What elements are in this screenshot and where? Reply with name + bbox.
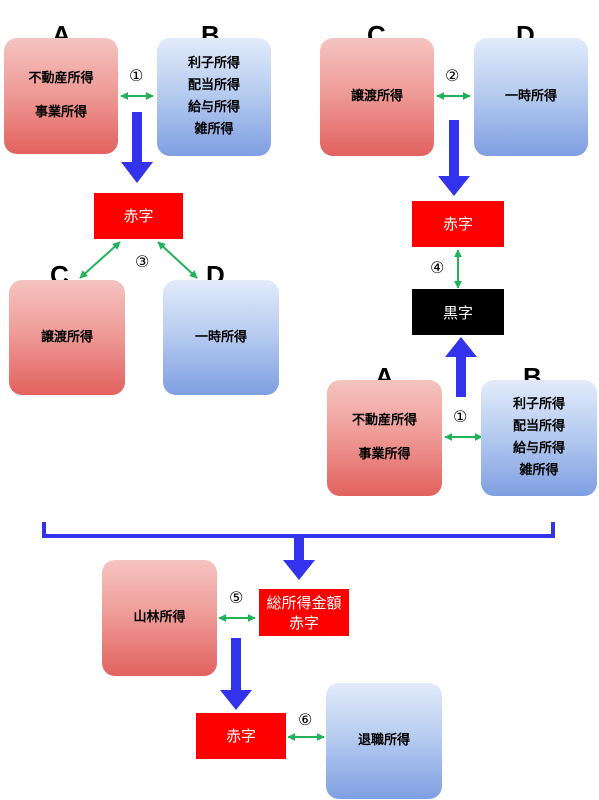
total-income-deficit-box: 総所得金額 赤字 xyxy=(259,589,349,636)
text-business-right: 事業所得 xyxy=(358,447,411,462)
box-retirement: 退職所得 xyxy=(326,683,442,799)
bracket-brace xyxy=(42,522,555,538)
offset-arrow-deficit-c xyxy=(79,241,121,279)
offset-arrow-deficit-d xyxy=(157,241,198,279)
step-4: ④ xyxy=(430,258,445,277)
flow-arrow-cd-to-deficit xyxy=(438,120,470,196)
deficit-box-bottom: 赤字 xyxy=(196,713,286,759)
deficit-box-left: 赤字 xyxy=(94,193,183,239)
text-salary-right: 給与所得 xyxy=(512,441,565,456)
flow-arrow-brace-to-total xyxy=(283,536,315,580)
text-real-estate-right: 不動産所得 xyxy=(351,413,417,428)
text-business: 事業所得 xyxy=(34,105,87,120)
text-dividend-right: 配当所得 xyxy=(512,419,565,434)
text-retirement: 退職所得 xyxy=(357,733,410,748)
text-interest: 利子所得 xyxy=(187,56,240,71)
box-d-left: 一時所得 xyxy=(163,280,279,395)
flow-arrow-ab-to-surplus xyxy=(445,337,477,397)
step-5: ⑤ xyxy=(229,588,244,607)
text-interest-right: 利子所得 xyxy=(512,397,565,412)
text-salary: 給与所得 xyxy=(187,100,240,115)
step-2: ② xyxy=(445,66,460,85)
text-misc-right: 雑所得 xyxy=(519,463,559,478)
text-transfer-top: 譲渡所得 xyxy=(350,89,403,104)
text-total-income: 総所得金額 xyxy=(266,593,342,612)
step-1-top: ① xyxy=(129,66,144,85)
text-transfer-left: 譲渡所得 xyxy=(40,329,93,345)
box-b-top-left: 利子所得 配当所得 給与所得 雑所得 xyxy=(157,38,271,156)
text-dividend: 配当所得 xyxy=(187,78,240,93)
text-occasional-left: 一時所得 xyxy=(194,329,247,345)
box-b-right: 利子所得 配当所得 給与所得 雑所得 xyxy=(481,380,597,496)
flow-arrow-ab-to-deficit xyxy=(121,112,153,183)
box-a-top-left: 不動産所得 事業所得 xyxy=(4,38,118,154)
box-a-right: 不動産所得 事業所得 xyxy=(327,380,442,496)
text-real-estate: 不動産所得 xyxy=(28,71,94,86)
text-total-deficit: 赤字 xyxy=(288,613,319,632)
box-forestry: 山林所得 xyxy=(102,560,217,676)
text-forestry: 山林所得 xyxy=(133,610,186,625)
deficit-box-right: 赤字 xyxy=(412,201,504,247)
step-1-right: ① xyxy=(453,407,468,426)
text-occasional-top: 一時所得 xyxy=(504,89,557,104)
box-c-left: 譲渡所得 xyxy=(9,280,125,395)
text-misc: 雑所得 xyxy=(194,122,234,137)
step-3: ③ xyxy=(135,252,150,271)
box-d-top-right: 一時所得 xyxy=(474,38,588,156)
flow-arrow-forestry-to-deficit xyxy=(220,638,252,710)
step-6: ⑥ xyxy=(298,710,313,729)
surplus-box: 黒字 xyxy=(412,289,504,335)
box-c-top-right: 譲渡所得 xyxy=(320,38,434,156)
